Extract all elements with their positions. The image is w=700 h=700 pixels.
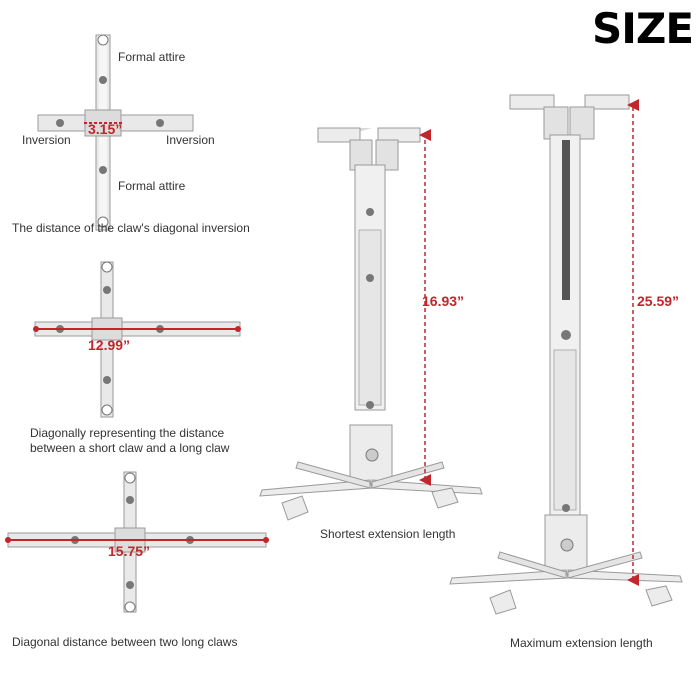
page-title: SIZE (592, 4, 694, 53)
cross-bracket-inversion (37, 34, 194, 231)
mount-maximum-extension (449, 94, 683, 615)
cross-bracket-two-long (5, 471, 269, 613)
caption-maximum-extension: Maximum extension length (510, 636, 653, 650)
caption-claw-inversion: The distance of the claw's diagonal inve… (12, 221, 250, 235)
caption-shortest-extension: Shortest extension length (320, 527, 456, 541)
label-inversion-right: Inversion (166, 133, 215, 147)
caption-two-long-claws: Diagonal distance between two long claws (12, 635, 238, 649)
measure-25-59: 25.59” (637, 293, 680, 309)
caption-short-long-line1: Diagonally representing the distance (30, 426, 225, 440)
caption-short-long-line2: between a short claw and a long claw (30, 441, 230, 455)
measure-12-99: 12.99” (88, 337, 131, 353)
measure-16-93: 16.93” (422, 293, 465, 309)
mount-shortest-extension (259, 127, 483, 521)
label-formal-attire-top: Formal attire (118, 50, 186, 64)
cross-bracket-short-long (33, 261, 241, 418)
label-inversion-left: Inversion (22, 133, 71, 147)
label-formal-attire-bottom: Formal attire (118, 179, 186, 193)
measure-15-75: 15.75” (108, 543, 151, 559)
measure-3-15: 3.15” (88, 121, 123, 137)
